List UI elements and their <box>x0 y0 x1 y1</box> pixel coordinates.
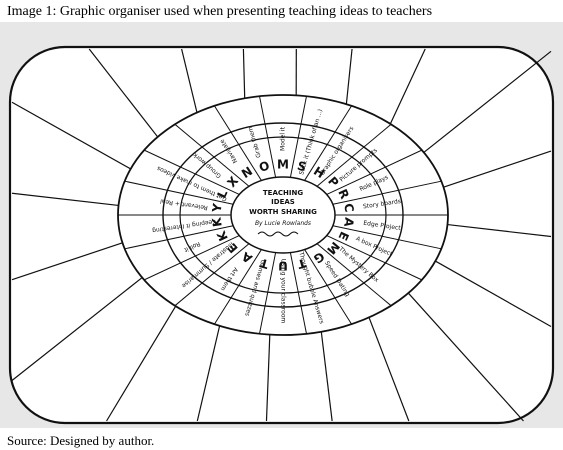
segment-divider <box>124 225 234 250</box>
segment-divider <box>326 149 423 195</box>
outer-spoke <box>320 331 333 422</box>
segment-divider <box>304 105 352 181</box>
outer-spoke <box>88 48 159 138</box>
segment-letter: A <box>341 217 356 229</box>
outer-spoke <box>11 242 123 281</box>
segment-divider <box>289 252 307 334</box>
segment-divider <box>143 149 240 195</box>
center-squiggle <box>257 231 299 237</box>
center-line-2: IDEAS <box>271 198 295 206</box>
outer-spoke <box>181 48 198 113</box>
segment-divider <box>326 235 423 281</box>
segment-divider <box>259 96 277 178</box>
center-author: By Lucie Rowlands <box>255 220 311 227</box>
outer-spoke <box>106 305 177 422</box>
segment-divider <box>332 225 442 250</box>
segment-letter: U <box>278 259 288 273</box>
outer-spoke <box>345 48 353 105</box>
segment-letter: O <box>257 158 271 174</box>
segment-divider <box>174 123 250 187</box>
center-line-3: WORTH SHARING <box>249 208 317 216</box>
segment-text: Model it <box>280 126 287 151</box>
segment-letter: S <box>296 159 308 175</box>
outer-spoke <box>11 277 143 381</box>
segment-letter: M <box>277 158 289 172</box>
outer-spoke <box>423 50 552 153</box>
outer-spoke <box>407 292 524 422</box>
segment-divider <box>316 123 392 187</box>
outer-spoke <box>11 192 119 207</box>
segment-divider <box>289 96 307 178</box>
segment-divider <box>174 243 250 307</box>
center-line-1: TEACHING <box>263 189 303 197</box>
outer-spoke <box>368 317 410 422</box>
segment-letter: C <box>341 202 356 213</box>
segment-text: Using your classroom <box>280 259 287 324</box>
segment-letter: Y <box>209 202 224 214</box>
segment-divider <box>259 252 277 334</box>
segment-divider <box>214 105 262 181</box>
figure-title: Image 1: Graphic organiser used when pre… <box>7 4 433 19</box>
outer-spokes <box>11 48 552 422</box>
segment-divider <box>214 249 262 325</box>
segment-divider <box>332 180 442 205</box>
segment-divider <box>124 180 234 205</box>
outer-spoke <box>443 150 552 188</box>
segment-divider <box>304 249 352 325</box>
segment-letter: K <box>209 216 224 228</box>
segment-divider <box>316 243 392 307</box>
outer-spoke <box>389 48 426 125</box>
center-circle <box>230 176 336 254</box>
outer-spoke <box>242 48 246 99</box>
outer-spoke <box>196 325 221 422</box>
outer-spoke <box>435 260 552 327</box>
figure-source: Source: Designed by author. <box>7 433 155 448</box>
ring-spokes <box>118 96 448 334</box>
outer-spoke <box>265 334 271 422</box>
outer-spoke <box>11 101 131 170</box>
segment-divider <box>143 235 240 281</box>
outer-spoke <box>447 223 552 238</box>
